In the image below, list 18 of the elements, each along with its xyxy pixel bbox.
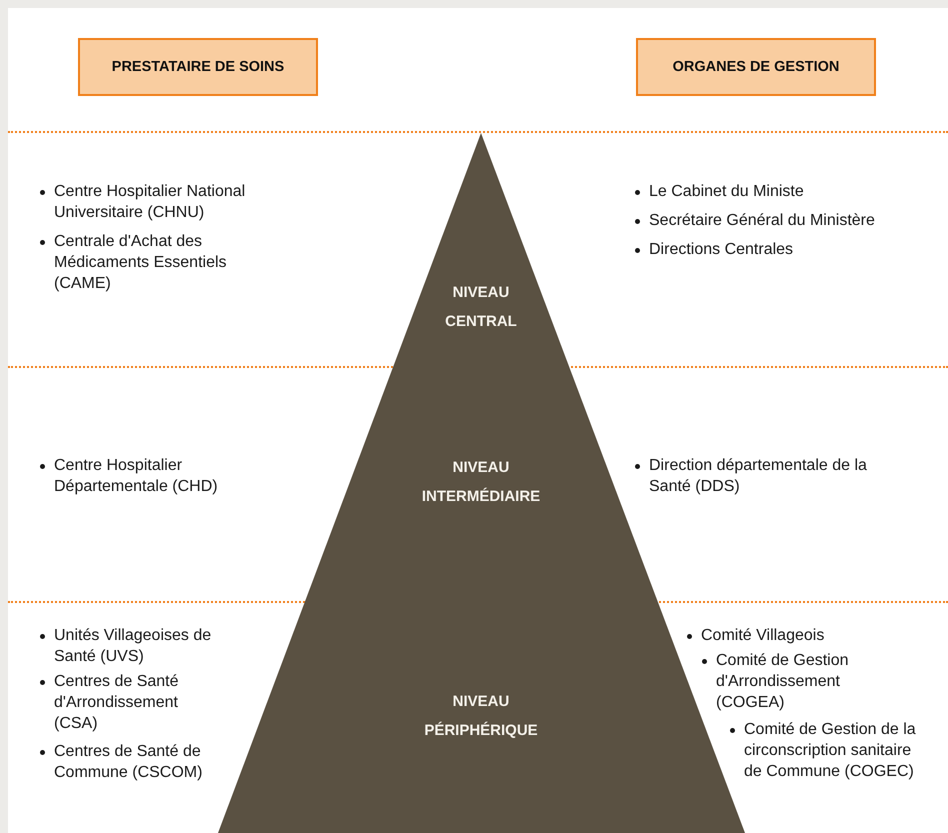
list-item-text: Directions Centrales (649, 240, 794, 260)
list-item-text: Comité de Gestion d'Arrondissement (COGEA) (716, 651, 850, 713)
list-item-text: Le Cabinet du Ministe (649, 182, 805, 202)
level-label: NIVEAU PÉRIPHÉRIQUE (423, 692, 539, 741)
list-item-text: Centre Hospitalier National Universitaire (CHNU) (54, 182, 246, 223)
list-item-text: Centres de Santé d'Arrondissement (CSA) (54, 672, 180, 734)
list-item-text: Centre Hospitalier Départementale (CHD) (54, 456, 219, 497)
level-label: NIVEAU INTERMÉDIAIRE (420, 458, 542, 507)
list-item-text: Secrétaire Général du Ministère (649, 211, 876, 231)
list-item-text: Direction départementale de la Santé (DDS) (649, 456, 868, 497)
header-box: ORGANES DE GESTION (636, 38, 876, 96)
list-item-text: Comité Villageois (701, 626, 826, 646)
list-item-text: Unités Villageoises de Santé (UVS) (54, 626, 212, 667)
header-box: PRESTATAIRE DE SOINS (78, 38, 318, 96)
list-item-text: Centres de Santé de Commune (CSCOM) (54, 742, 204, 783)
list-item-text: Comité de Gestion de la circonscription sanitaire de Commune (COGEC) (744, 720, 917, 782)
level-label: NIVEAU CENTRAL (444, 283, 518, 332)
list-item-text: Centrale d'Achat des Médicaments Essentiels (CAME) (54, 232, 228, 294)
